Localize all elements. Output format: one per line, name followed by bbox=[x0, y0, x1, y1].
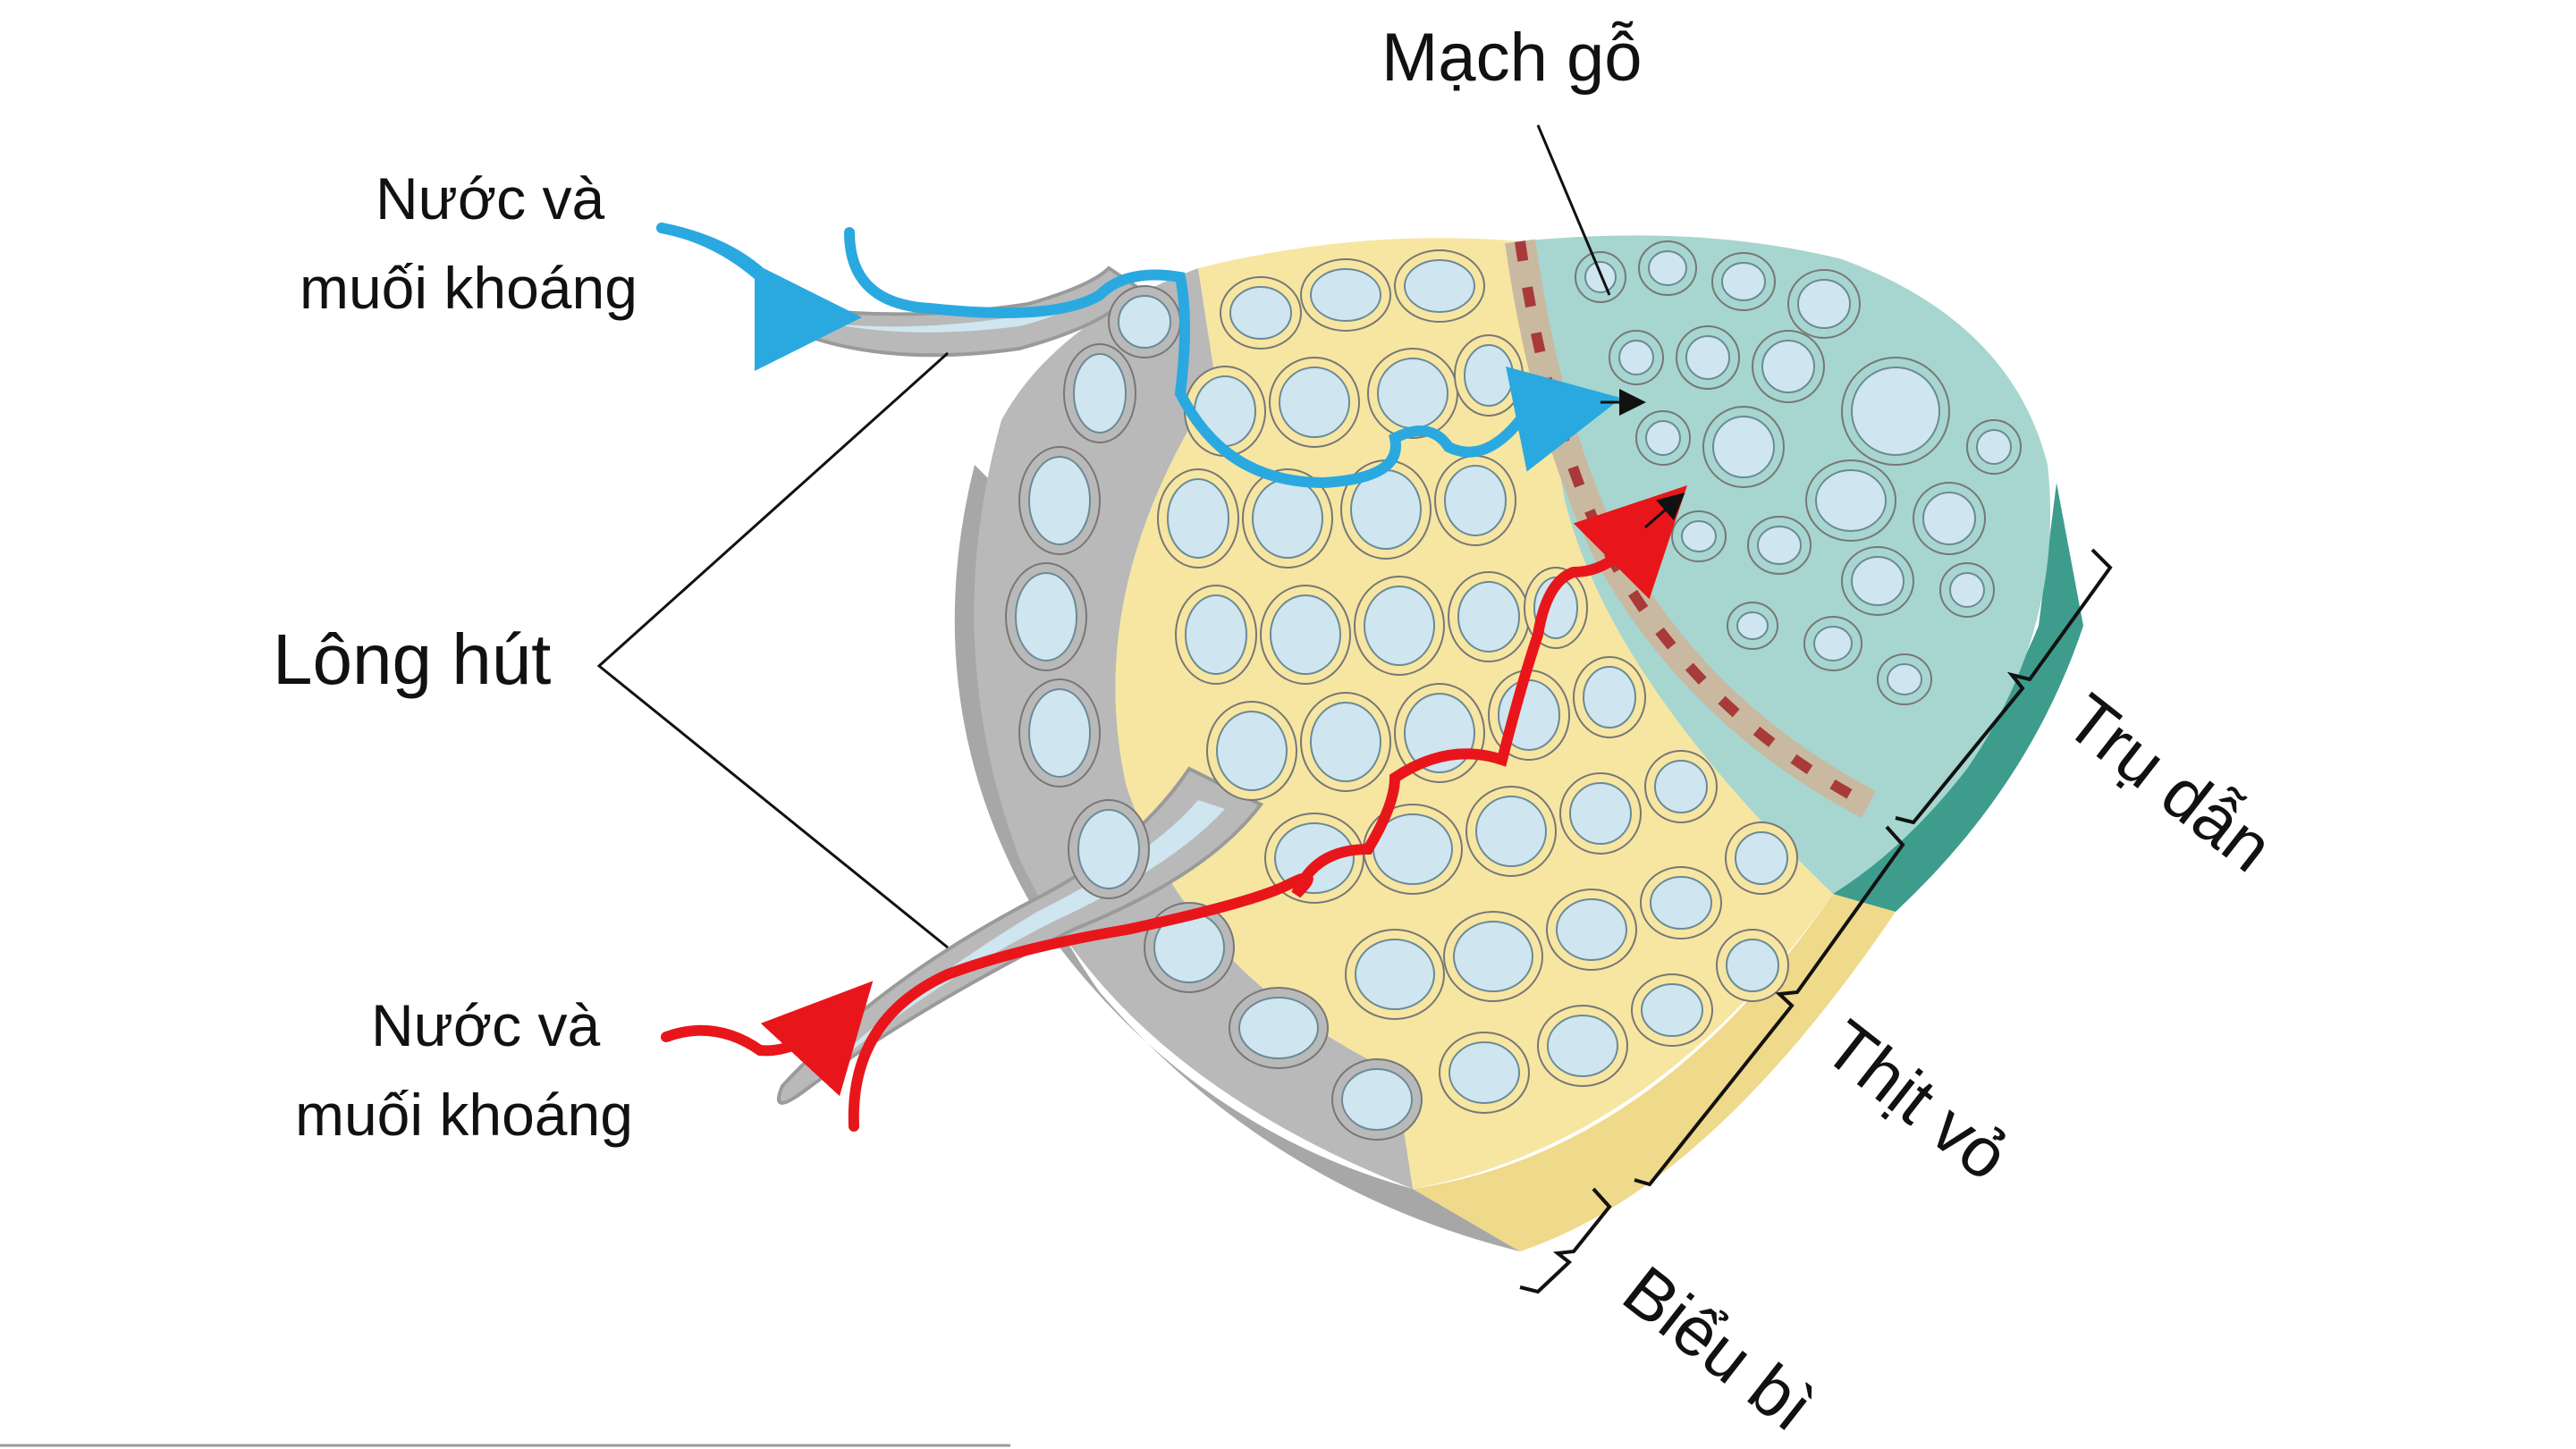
cortex-cell-lumen bbox=[1570, 783, 1631, 844]
cortex-cell-lumen bbox=[1548, 1015, 1617, 1076]
stele-cell-lumen bbox=[1888, 664, 1921, 695]
stele-cell-lumen bbox=[1686, 336, 1729, 379]
cortex-cell-lumen bbox=[1168, 479, 1229, 558]
stele-cell-lumen bbox=[1762, 341, 1814, 392]
cortex-cell-lumen bbox=[1311, 269, 1381, 321]
cortex-cell-lumen bbox=[1364, 586, 1434, 665]
cortex-cell-lumen bbox=[1584, 667, 1635, 728]
stele-cell-lumen bbox=[1977, 430, 2011, 464]
epidermis-cell-lumen bbox=[1342, 1069, 1412, 1130]
epidermis-cell-lumen bbox=[1119, 296, 1170, 348]
label-thit-vo: Thịt vỏ bbox=[1811, 1005, 2024, 1195]
stele-cell-lumen bbox=[1852, 557, 1904, 605]
stele-cell-lumen bbox=[1713, 417, 1774, 477]
epidermis-cell-lumen bbox=[1074, 354, 1126, 433]
stele-cell-lumen bbox=[1814, 627, 1852, 661]
epidermis-cell-lumen bbox=[1239, 998, 1318, 1058]
label-nuoc-bottom-line1: Nước và bbox=[371, 992, 600, 1058]
cortex-cell-lumen bbox=[1271, 595, 1340, 674]
cortex-cell-lumen bbox=[1280, 367, 1349, 437]
stele-cell-lumen bbox=[1619, 341, 1653, 375]
cortex-cell-lumen bbox=[1736, 832, 1787, 884]
cortex-cell-lumen bbox=[1356, 939, 1434, 1009]
cortex-cell-lumen bbox=[1230, 287, 1291, 339]
leader-long-hut bbox=[599, 353, 948, 948]
cortex-cell-lumen bbox=[1642, 984, 1702, 1036]
epidermis-cell-lumen bbox=[1029, 457, 1090, 544]
cortex-cell-lumen bbox=[1378, 358, 1448, 428]
stele-cell-lumen bbox=[1737, 612, 1768, 639]
cortex-cell-lumen bbox=[1445, 466, 1506, 535]
cortex-cell-lumen bbox=[1655, 761, 1707, 813]
label-tru-dan: Trụ dẫn bbox=[2052, 678, 2288, 887]
cortex-cell-lumen bbox=[1651, 877, 1711, 929]
stele-cell-lumen bbox=[1758, 527, 1801, 564]
stele-cell-lumen bbox=[1923, 493, 1975, 544]
cortex-cell-lumen bbox=[1454, 922, 1533, 991]
stele-cell-lumen bbox=[1798, 280, 1850, 328]
cortex-cell-lumen bbox=[1449, 1042, 1519, 1103]
label-bieu-bi: Biểu bì bbox=[1609, 1251, 1829, 1446]
label-long-hut: Lông hút bbox=[273, 619, 551, 699]
cortex-cell-lumen bbox=[1405, 260, 1474, 312]
epidermis-cell-lumen bbox=[1078, 810, 1139, 889]
cortex-cell-lumen bbox=[1253, 479, 1322, 558]
cortex-cell-lumen bbox=[1311, 703, 1381, 781]
cortex-cell-lumen bbox=[1465, 345, 1513, 406]
cortex-cell-lumen bbox=[1458, 582, 1519, 652]
cortex-cell-lumen bbox=[1476, 796, 1546, 866]
stele-cell-lumen bbox=[1816, 470, 1886, 531]
epidermis-cell-lumen bbox=[1029, 689, 1090, 777]
stele-cell-lumen bbox=[1950, 573, 1984, 607]
label-nuoc-top-line1: Nước và bbox=[376, 165, 604, 232]
cortex-cell-lumen bbox=[1727, 939, 1778, 991]
cortex-cell-lumen bbox=[1557, 899, 1626, 960]
stele-cell-lumen bbox=[1646, 421, 1680, 455]
label-nuoc-top-line2: muối khoáng bbox=[300, 255, 638, 321]
stele-cell-lumen bbox=[1682, 521, 1716, 552]
label-nuoc-bottom-line2: muối khoáng bbox=[295, 1082, 633, 1148]
stele-cell-lumen bbox=[1649, 251, 1686, 285]
label-mach-go: Mạch gỗ bbox=[1381, 20, 1643, 96]
cortex-cell-lumen bbox=[1217, 712, 1287, 790]
stele-cell-lumen bbox=[1852, 367, 1939, 455]
epidermis-cell-lumen bbox=[1016, 573, 1077, 661]
stele-cell-lumen bbox=[1722, 263, 1765, 300]
cortex-cell-lumen bbox=[1186, 595, 1246, 674]
